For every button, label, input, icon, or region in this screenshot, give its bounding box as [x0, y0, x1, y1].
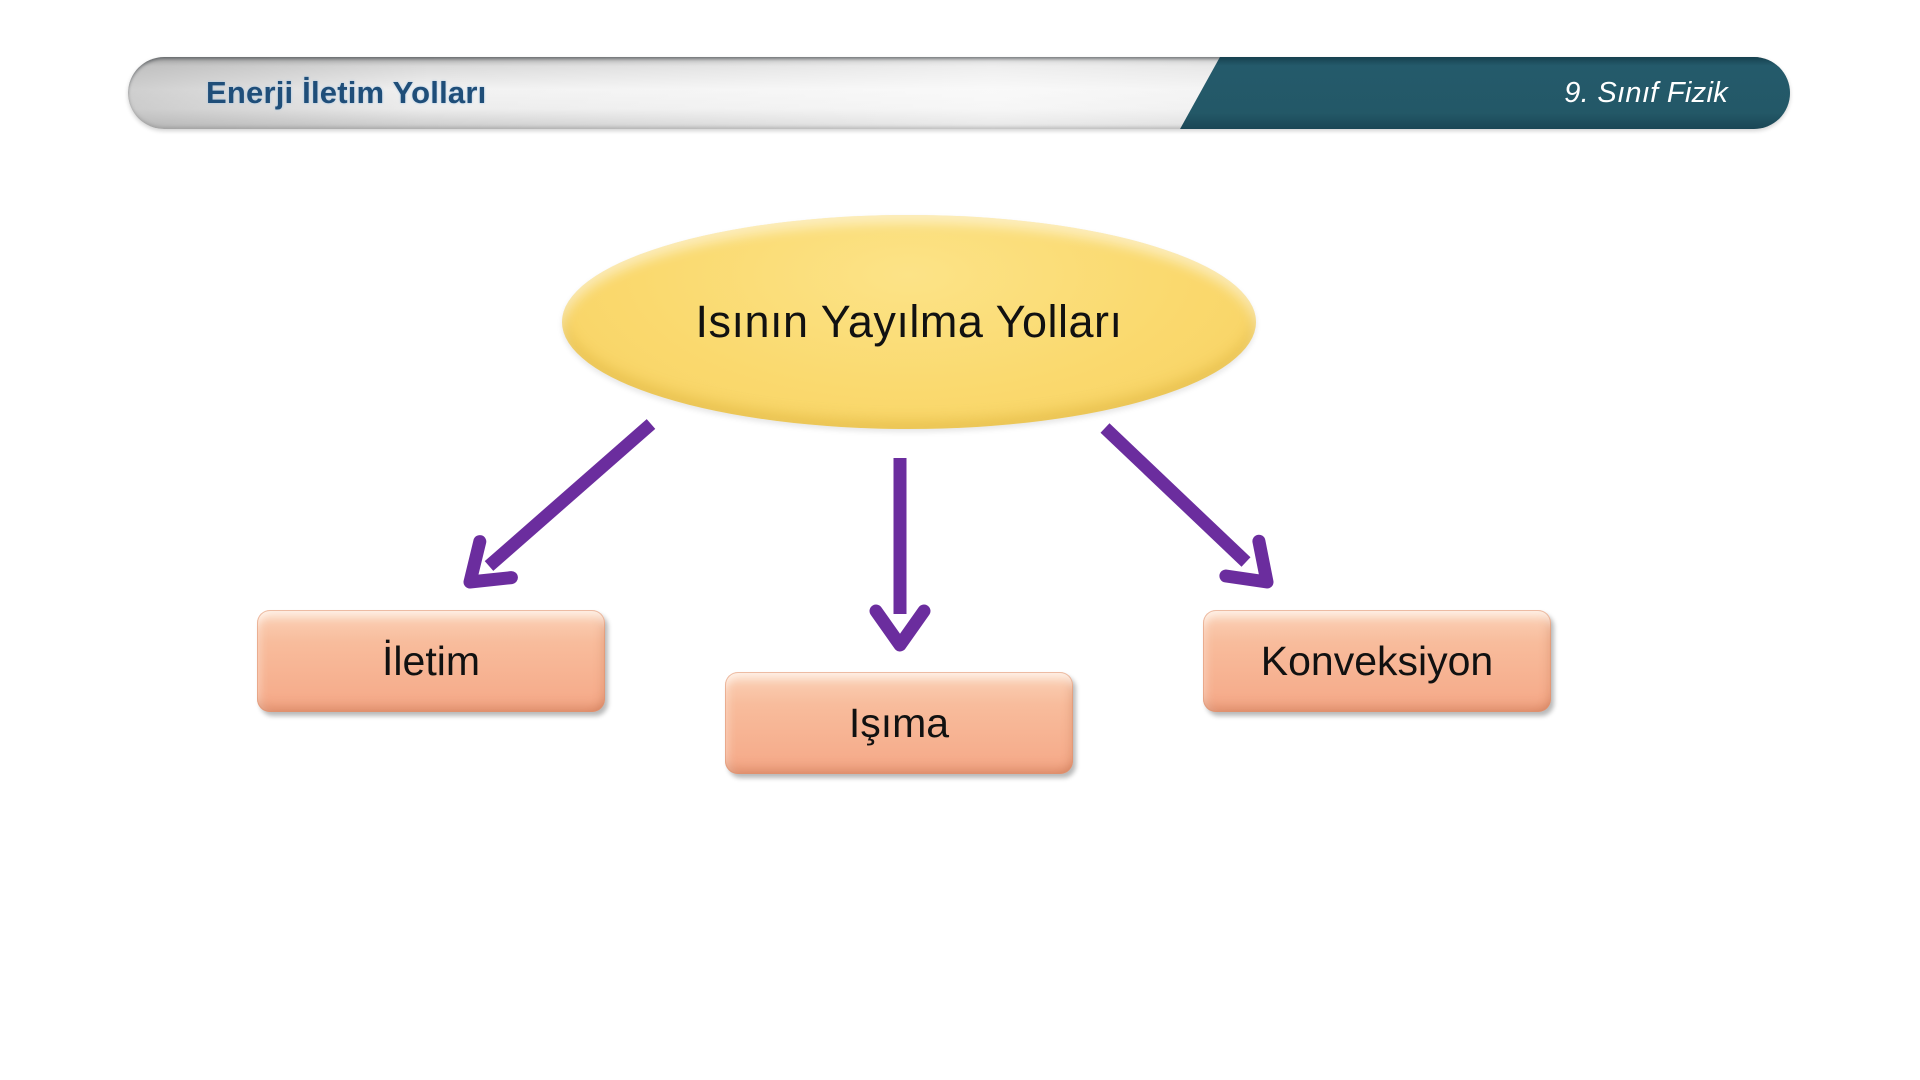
node-konveksiyon-label: Konveksiyon	[1260, 637, 1494, 684]
course-label: 9. Sınıf Fizik	[1564, 76, 1728, 109]
node-konveksiyon: Konveksiyon	[1203, 610, 1551, 712]
node-iletim: İletim	[257, 610, 605, 712]
node-isima: Işıma	[725, 672, 1073, 774]
title-bar: Enerji İletim Yolları 9. Sınıf Fizik	[128, 57, 1790, 129]
root-node: Isının Yayılma Yolları	[562, 215, 1256, 429]
node-isima-label: Işıma	[848, 699, 950, 746]
arrow-to-konveksiyon	[1100, 423, 1274, 589]
arrow-to-iletim	[463, 419, 656, 589]
root-node-label: Isının Yayılma Yolları	[695, 296, 1123, 347]
arrow-to-isima	[869, 458, 931, 652]
node-iletim-label: İletim	[382, 637, 480, 684]
title-bar-teal-accent	[1180, 57, 1790, 129]
slide-title: Enerji İletim Yolları	[206, 75, 487, 110]
